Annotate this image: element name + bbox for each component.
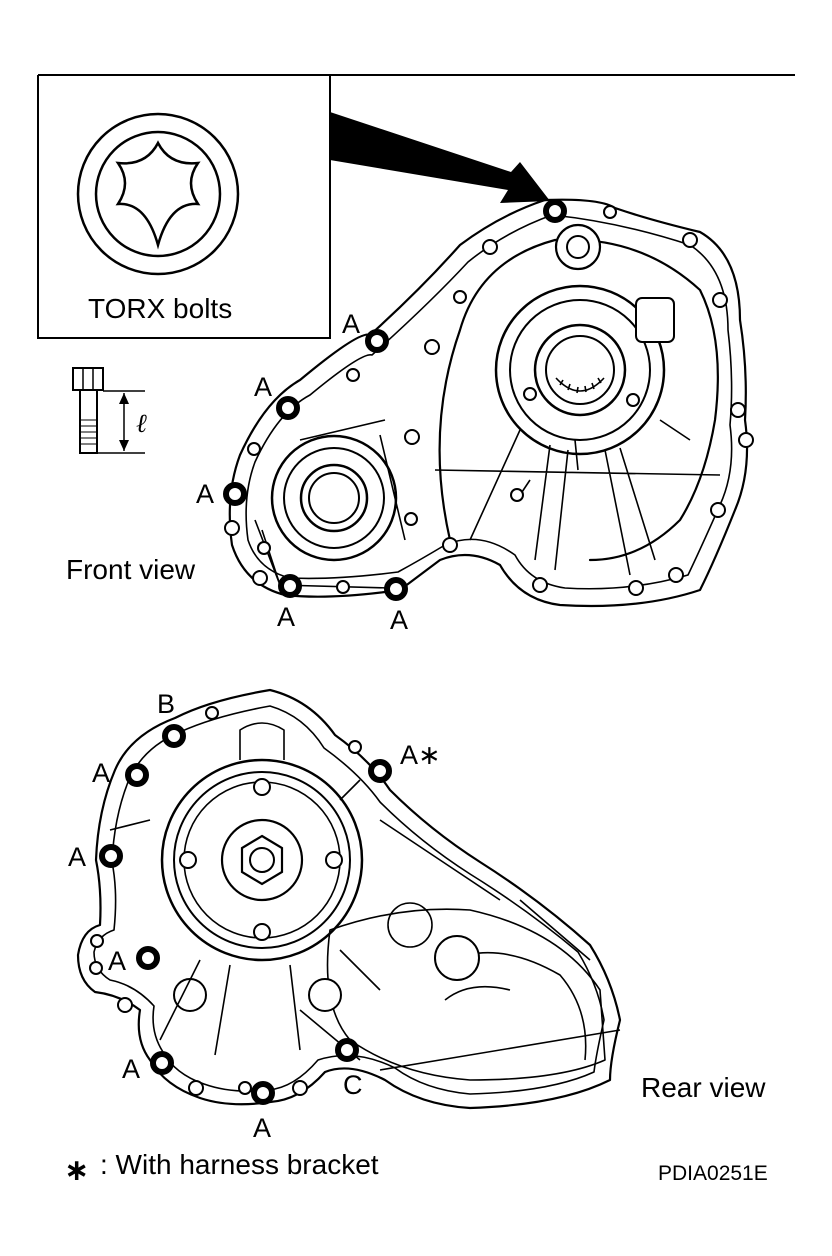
bolt-a: [368, 759, 392, 783]
rear-bolt-label: B: [157, 689, 175, 719]
bolt-a: [251, 1081, 275, 1105]
rear-bolt-label: A: [92, 758, 110, 788]
rear-bolt-label: A: [253, 1113, 271, 1143]
torx-label: TORX bolts: [88, 293, 232, 324]
bolt-b: [162, 724, 186, 748]
rear-bolt-label: A: [108, 946, 126, 976]
bolt-a: [125, 763, 149, 787]
bolt-a: [276, 396, 300, 420]
bolt-a: [278, 574, 302, 598]
front-bolt-label: A: [342, 309, 360, 339]
bolt-a: [365, 329, 389, 353]
pointer-arrow: [330, 112, 550, 203]
front-view-title: Front view: [66, 554, 196, 585]
rear-view-case: [76, 688, 622, 1110]
rear-bolt-label: A∗: [400, 740, 441, 770]
figure-code: PDIA0251E: [658, 1162, 768, 1185]
bolt-a: [99, 844, 123, 868]
front-bolt-label: A: [277, 602, 295, 632]
torx-socket-icon: [76, 112, 240, 276]
bolt-a: [136, 946, 160, 970]
bolt-a: [384, 577, 408, 601]
front-bolt-label: A: [196, 479, 214, 509]
torx-inset-frame: [37, 75, 331, 339]
torx-bolt: [543, 199, 567, 223]
footnote-symbol: ∗: [64, 1154, 89, 1187]
front-bolt-label: A: [390, 605, 408, 635]
bolt-length-icon: [72, 367, 145, 454]
bolt-a: [223, 482, 247, 506]
rear-bolt-label: A: [122, 1054, 140, 1084]
rear-bolt-label: C: [343, 1070, 363, 1100]
rear-view-bolts: [99, 724, 392, 1105]
bolt-c: [335, 1038, 359, 1062]
front-bolt-label: A: [254, 372, 272, 402]
length-symbol: ℓ: [136, 409, 147, 439]
rear-bolt-label: A: [68, 842, 86, 872]
front-view-bolts: [223, 199, 567, 601]
front-view-case: [224, 198, 754, 608]
bolt-a: [150, 1051, 174, 1075]
rear-view-title: Rear view: [641, 1072, 766, 1103]
footnote-text: : With harness bracket: [100, 1149, 379, 1180]
